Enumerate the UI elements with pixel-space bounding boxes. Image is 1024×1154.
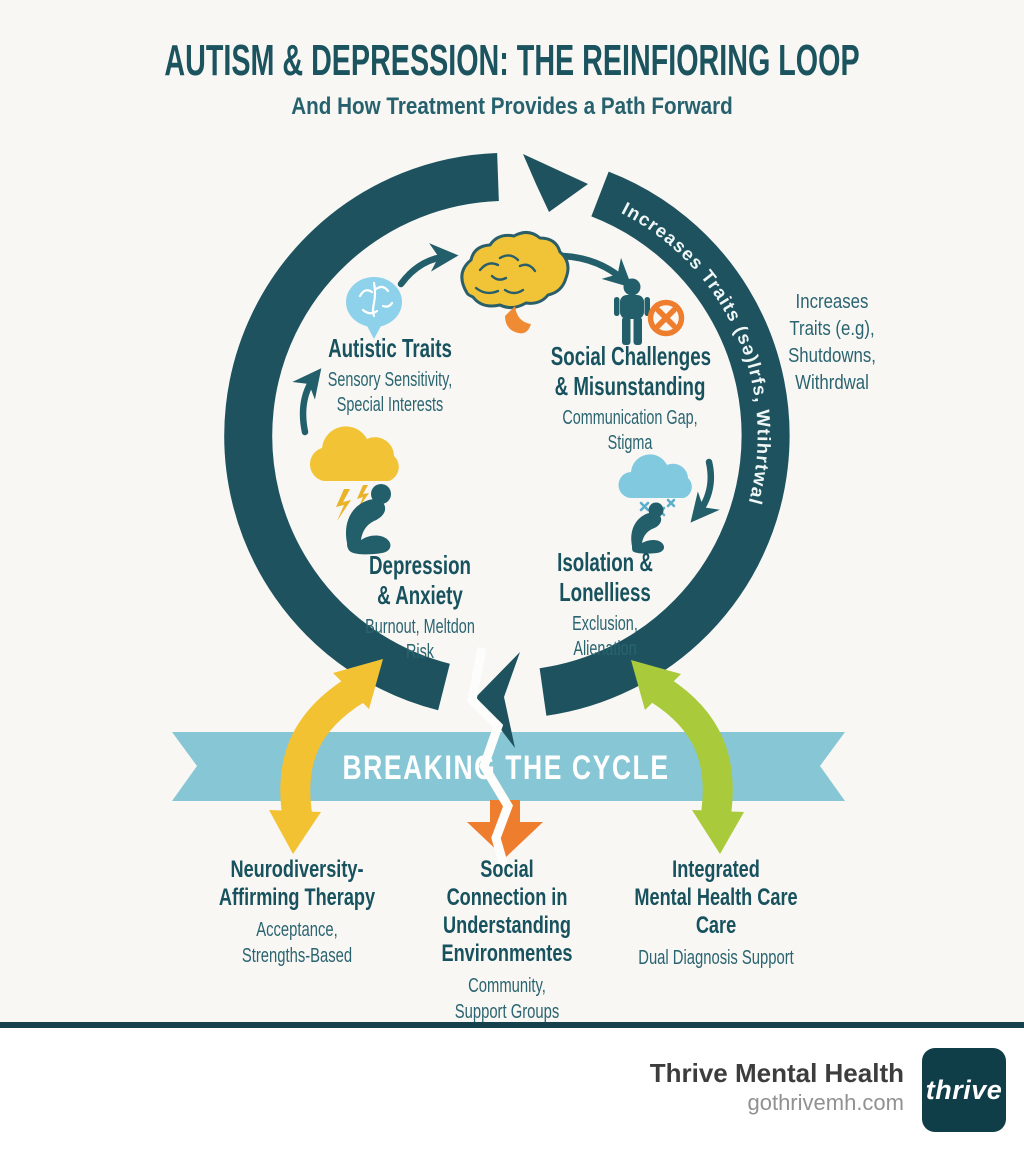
node-isolation: Isolation & Lonelliess Exclusion, Aliena… xyxy=(533,547,677,662)
treatment-title: Social xyxy=(480,856,534,883)
node-title: Lonelliess xyxy=(559,577,651,607)
treatment-subtitle: Community, xyxy=(468,975,546,997)
inner-arrows xyxy=(292,243,720,523)
node-subtitle: Communication Gap, xyxy=(562,407,698,429)
sad-person-icon xyxy=(631,502,665,554)
node-subtitle: Sensory Sensitivity, xyxy=(327,369,453,391)
breaking-the-cycle-banner: BREAKING THE CYCLE xyxy=(172,732,845,801)
footer xyxy=(0,1028,1024,1154)
thrive-logo-text: thrive xyxy=(925,1074,1003,1105)
storm-cloud-sad-person-icon xyxy=(309,426,399,555)
ring-arrowhead-bottom-icon xyxy=(476,652,520,748)
thrive-logo: thrive xyxy=(922,1048,1006,1132)
green-double-arrow xyxy=(631,660,744,854)
side-note-line: Withrdwal xyxy=(795,371,869,394)
website-url: gothrivemh.com xyxy=(747,1090,904,1115)
treatment-title: Understanding xyxy=(443,912,571,939)
rain-cloud-sad-person-icon xyxy=(618,454,692,554)
arrow-traits-to-brain-icon xyxy=(397,243,459,288)
node-title: Autistic Traits xyxy=(328,333,452,363)
ring-arc-left xyxy=(224,153,499,711)
node-subtitle: Exclusion, xyxy=(572,613,638,635)
node-title: Isolation & xyxy=(557,547,653,577)
treatment-title: Integrated xyxy=(672,856,760,883)
ring-arc-right xyxy=(539,171,790,716)
treatment-subtitle: Acceptance, xyxy=(256,919,338,941)
banner-ribbon xyxy=(172,732,845,801)
arrow-social-to-isolation-icon xyxy=(690,458,720,523)
page-subtitle: And How Treatment Provides a Path Forwar… xyxy=(291,93,733,120)
treatment-title: Neurodiversity- xyxy=(230,856,364,883)
node-subtitle: Risk xyxy=(405,641,434,663)
node-subtitle: Burnout, Meltdon xyxy=(365,616,475,638)
banner-label: BREAKING THE CYCLE xyxy=(342,749,669,787)
side-note: Increases Traits (e.g), Shutdowns, Withr… xyxy=(783,288,881,396)
node-social-challenges: Social Challenges & Misunstanding Commun… xyxy=(550,341,712,456)
brain-stem xyxy=(505,306,531,334)
treatment-subtitle: Support Groups xyxy=(454,1001,560,1023)
lightning-bolt-icon xyxy=(336,489,351,521)
node-autistic-traits: Autistic Traits Sensory Sensitivity, Spe… xyxy=(311,333,469,418)
rain-cloud-icon xyxy=(618,454,692,499)
side-note-line: Traits (e.g), xyxy=(789,317,875,340)
node-title: Depression xyxy=(369,550,471,580)
cycle-diagram: BREAKING THE CYCLE Increases Traits (sə)… xyxy=(172,153,845,868)
treatment-integrated-care: Integrated Mental Health Care Care Dual … xyxy=(627,856,805,971)
crack-break-icon xyxy=(467,647,513,868)
node-title: & Misunstanding xyxy=(554,371,706,401)
node-subtitle: Stigma xyxy=(607,432,653,454)
lightning-bolt-icon xyxy=(357,485,369,509)
ring-arrowhead-top-icon xyxy=(523,154,588,212)
no-symbol-icon xyxy=(647,299,685,337)
node-subtitle: Special Interests xyxy=(336,394,444,416)
treatment-social-connection: Social Connection in Understanding Envir… xyxy=(426,856,589,1025)
person-excluded-icon xyxy=(614,278,685,345)
footer-text: Thrive Mental Health gothrivemh.com xyxy=(650,1058,904,1116)
node-title: Social Challenges xyxy=(550,341,712,371)
yellow-double-arrow xyxy=(269,659,383,854)
node-title: & Anxiety xyxy=(377,580,463,610)
arrow-depression-to-traits-icon xyxy=(292,368,322,436)
treatment-title: Care xyxy=(695,912,737,939)
page-title: AUTISM & DEPRESSION: THE REINFIORING LOO… xyxy=(164,36,860,85)
footer-divider xyxy=(0,1022,1024,1028)
treatment-title: Affirming Therapy xyxy=(218,884,376,911)
side-note-line: Shutdowns, xyxy=(788,344,876,367)
node-depression: Depression & Anxiety Burnout, Meltdon Ri… xyxy=(348,550,492,665)
company-name: Thrive Mental Health xyxy=(649,1058,904,1088)
treatment-title: Mental Health Care xyxy=(634,884,798,911)
node-subtitle: Alienation xyxy=(573,638,637,660)
yellow-brain-icon xyxy=(460,231,570,334)
treatment-neurodiversity-therapy: Neurodiversity- Affirming Therapy Accept… xyxy=(208,856,386,969)
sad-person-icon xyxy=(345,484,391,555)
blue-brain-icon xyxy=(346,277,402,339)
storm-cloud-icon xyxy=(309,426,399,481)
arrow-brain-to-social-icon xyxy=(559,252,633,288)
side-note-line: Increases xyxy=(795,290,869,313)
treatment-title: Environmentes xyxy=(441,940,573,967)
treatment-subtitle: Strengths-Based xyxy=(241,945,353,967)
header: AUTISM & DEPRESSION: THE REINFIORING LOO… xyxy=(0,36,1024,121)
treatment-title: Connection in xyxy=(446,884,568,911)
treatment-subtitle: Dual Diagnosis Support xyxy=(638,947,794,969)
